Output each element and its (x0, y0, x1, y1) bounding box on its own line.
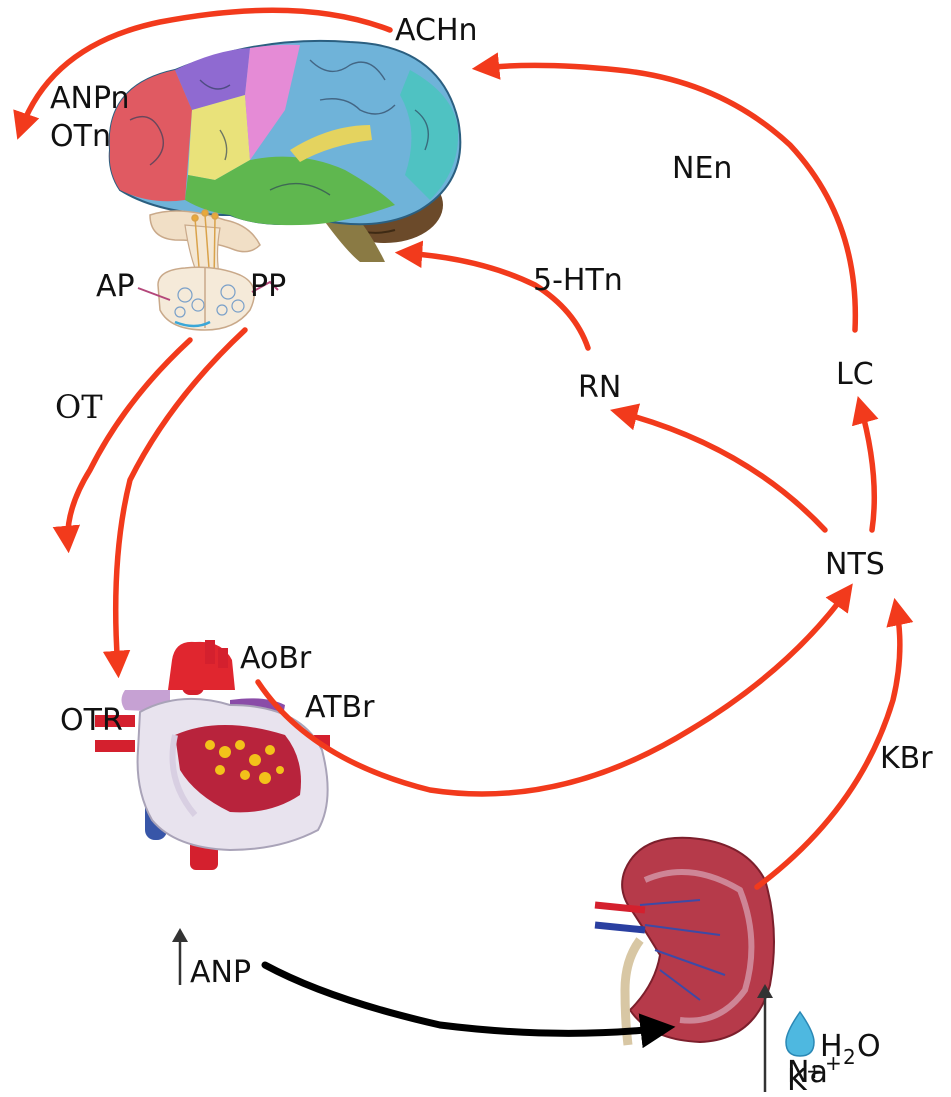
label-k-plus: + (806, 1059, 823, 1083)
label-ap: AP (96, 269, 135, 304)
arrow-nts-lc (860, 404, 874, 530)
arrow-ot-right (116, 330, 245, 670)
arrow-nts-rn (618, 412, 825, 530)
up-arrow-icon (172, 928, 188, 985)
label-kbr: KBr (880, 741, 933, 776)
water-drop-icon (786, 1012, 814, 1056)
label-ot: OT (55, 388, 103, 426)
label-anpn: ANPn (50, 81, 130, 116)
label-h2o-o: O (857, 1029, 881, 1064)
label-k-visible: K (787, 1063, 808, 1093)
label-pp: PP (250, 269, 286, 304)
label-h2o-sub: 2 (843, 1045, 856, 1069)
label-anp: ANP (190, 955, 251, 990)
label-5htn: 5-HTn (533, 263, 623, 298)
label-atbr: ATBr (305, 690, 375, 725)
kidney-icon (595, 838, 774, 1045)
label-nts: NTS (825, 547, 885, 582)
label-na-plus: + (825, 1051, 842, 1075)
arrow-kbr-nts (757, 606, 900, 887)
label-achn: ACHn (395, 13, 478, 48)
label-nen: NEn (672, 151, 732, 186)
arrow-anp-kidney (265, 965, 665, 1033)
arrow-ot-left (68, 340, 190, 545)
label-otr: OTR (60, 703, 123, 738)
label-rn: RN (578, 370, 621, 405)
label-lc: LC (836, 357, 874, 392)
label-aobr: AoBr (240, 641, 312, 676)
label-otn: OTn (50, 119, 111, 154)
